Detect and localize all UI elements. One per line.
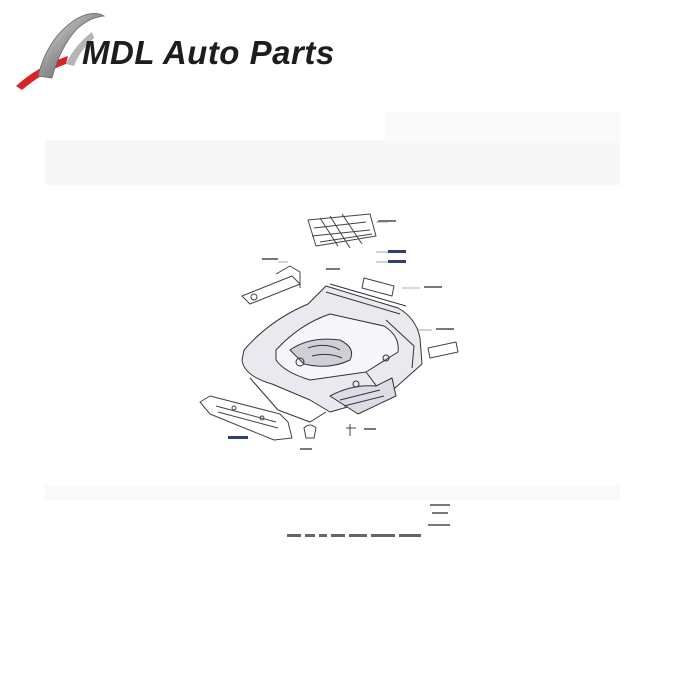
bolt-part [346,424,356,436]
brand-name: MDL Auto Parts [82,34,335,71]
brand-logo: MDL Auto Parts [8,6,368,96]
side-pad-part [361,277,395,297]
cross-bracket-part [241,265,301,305]
spring-assembly-part [307,213,377,249]
background-band [45,140,620,185]
background-band [45,486,620,500]
part-number-marks [228,250,406,439]
callout-marks [262,220,454,526]
clip-part [303,424,317,439]
background-band [385,112,620,142]
diagram-caption-marks [287,534,421,537]
seat-frame-diagram [199,213,459,526]
seat-rail-part [199,395,293,441]
seat-frame-part [241,283,423,423]
side-pad-part [427,341,459,359]
chrome-swoosh-logo-icon [16,13,106,90]
